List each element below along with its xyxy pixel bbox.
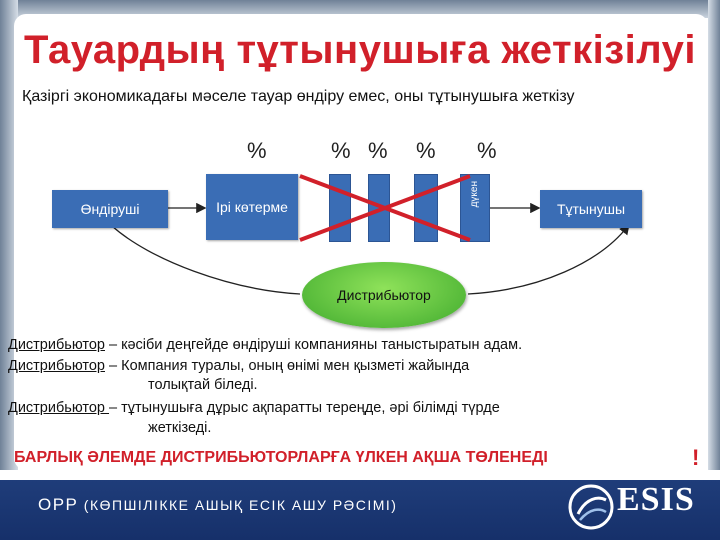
definition-3-term: Дистрибьютор: [8, 400, 110, 416]
definition-1: Дистрибьютор – кәсіби деңгейде өндіруші …: [8, 335, 522, 355]
frame-top-bar: [0, 0, 720, 18]
esis-logo-icon: [568, 484, 614, 530]
percent-symbol-4: %: [416, 138, 436, 163]
distributor-ellipse: Дистрибьютор: [302, 262, 466, 328]
curve-distributor-to-consumer: [467, 223, 630, 295]
esis-logo-text: ESIS: [617, 481, 695, 518]
content-panel: [14, 14, 708, 470]
slogan-text: БАРЛЫҚ ӘЛЕМДЕ ДИСТРИБЬЮТОРЛАРҒА ҮЛКЕН АҚ…: [14, 449, 548, 466]
percent-symbol-5: %: [477, 138, 497, 163]
definition-2: Дистрибьютор – Компания туралы, оның өні…: [8, 356, 469, 376]
curve-producer-to-distributor: [102, 216, 301, 295]
frame-left-bar: [0, 0, 18, 470]
consumer-label: Тұтынушы: [556, 201, 626, 217]
consumer-box: Тұтынушы: [540, 190, 642, 228]
definition-1-text: – кәсіби деңгейде өндіруші компанияны та…: [105, 337, 523, 353]
percent-symbol-3: %: [368, 138, 388, 163]
producer-box: Өндіруші: [52, 190, 168, 228]
distributor-label: Дистрибьютор: [337, 287, 431, 303]
intermediary-box-3: [414, 174, 438, 242]
percent-symbol-2: %: [331, 138, 351, 163]
definition-3: Дистрибьютор – тұтынушыға дұрыс ақпаратт…: [8, 398, 500, 418]
footer-subtext: (КӨПШІЛІККЕ АШЫҚ ЕСІК АШУ РӘСІМІ): [78, 497, 398, 513]
footer-label: ОРР (КӨПШІЛІККЕ АШЫҚ ЕСІК АШУ РӘСІМІ): [38, 495, 397, 515]
definition-3-text: – тұтынушыға дұрыс ақпаратты тереңде, әр…: [109, 400, 500, 416]
wholesaler-label: Ірі көтерме: [216, 199, 288, 215]
definition-3-continued: жеткізеді.: [148, 420, 212, 436]
definition-2-text: – Компания туралы, оның өнімі мен қызмет…: [105, 358, 470, 374]
definition-2-continued: толықтай біледі.: [148, 377, 258, 393]
cross-line-2: [299, 174, 471, 242]
slide-subtitle: Қазіргі экономикадағы мәселе тауар өндір…: [22, 88, 575, 105]
slide-title: Тауардың тұтынушыға жеткізілуі: [24, 28, 696, 72]
percent-symbol-1: %: [247, 138, 267, 163]
wholesaler-box: Ірі көтерме: [206, 174, 298, 240]
footer-abbrev: ОРР: [38, 495, 79, 514]
definition-1-term: Дистрибьютор: [8, 337, 105, 353]
producer-label: Өндіруші: [80, 201, 140, 217]
definition-2-term: Дистрибьютор: [8, 358, 105, 374]
retailer-box: дүкен: [460, 174, 490, 242]
slogan-exclamation: !: [692, 445, 700, 470]
frame-right-bar: [708, 0, 720, 470]
